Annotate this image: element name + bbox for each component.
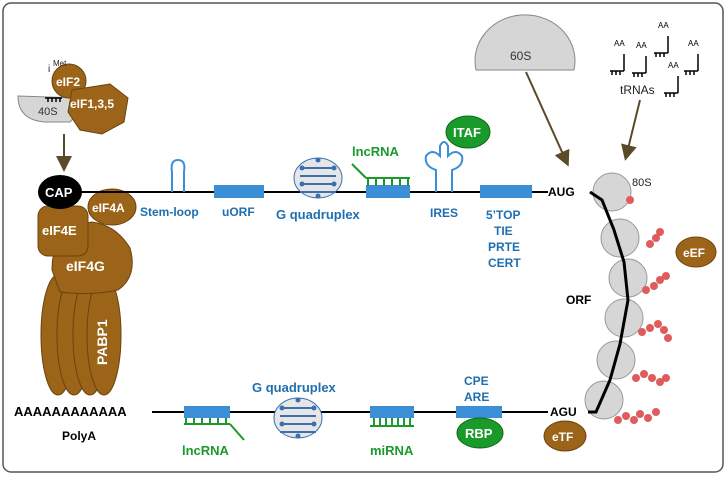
label-g-quadruplex-top: G quadruplex — [276, 207, 361, 222]
lncrna-top-bar — [366, 185, 410, 198]
arrow-60s-to-80s — [525, 71, 570, 167]
arrow-trnas-to-80s — [621, 99, 641, 161]
label-polya: PolyA — [62, 429, 96, 443]
orf-mrna-path — [588, 190, 630, 414]
trna-icon — [654, 36, 669, 57]
label-orf: ORF — [566, 293, 591, 307]
label-met-sup: Met — [53, 59, 67, 68]
lncrna-bottom-strand — [184, 418, 245, 441]
label-aa-1: AA — [614, 39, 625, 48]
ribosome-80s — [592, 172, 632, 212]
trna-icon — [664, 76, 679, 97]
label-5top: 5’TOP — [486, 208, 520, 222]
label-stem-loop: Stem-loop — [140, 205, 199, 219]
mirna-target-bar — [370, 406, 414, 418]
label-eif4a: eIF4A — [92, 201, 125, 215]
label-met-i: i — [48, 64, 50, 75]
lncrna-bottom-bar — [184, 406, 230, 418]
cap-complex: PABP1 eIF4G eIF4E eIF4A CAP — [37, 175, 137, 396]
preinitiation-complex: 40S eIF2 eIF1,3,5 i Met — [17, 59, 129, 135]
label-g-quadruplex-bottom: G quadruplex — [252, 380, 337, 395]
label-itaf: ITAF — [453, 125, 481, 140]
g-quadruplex-bottom-icon — [273, 397, 323, 439]
trna-icon — [610, 54, 625, 75]
etf-shape — [543, 420, 587, 452]
label-lncrna-top: lncRNA — [352, 144, 400, 159]
label-pabp1: PABP1 — [94, 319, 110, 365]
cpe-are-bar — [456, 406, 502, 418]
label-eif2: eIF2 — [56, 75, 80, 89]
lncrna-top-strand — [351, 163, 410, 186]
label-rbp: RBP — [465, 426, 493, 441]
label-cert: CERT — [488, 256, 521, 270]
label-cap: CAP — [45, 185, 73, 200]
label-cpe: CPE — [464, 374, 489, 388]
eef-shape — [675, 236, 717, 268]
diagram-frame — [2, 2, 724, 473]
label-mirna: miRNA — [370, 443, 414, 458]
label-aa-4: AA — [688, 39, 699, 48]
stem-loop-icon — [170, 158, 186, 192]
nascent-peptides — [614, 196, 672, 424]
label-tie: TIE — [494, 224, 513, 238]
label-aug: AUG — [548, 185, 575, 199]
top-element-bar — [480, 185, 532, 198]
trna-icon — [684, 54, 699, 75]
label-ires: IRES — [430, 206, 458, 220]
label-aa-5: AA — [668, 61, 679, 70]
label-80s: 80S — [632, 177, 652, 189]
label-trnas: tRNAs — [620, 83, 655, 97]
g-quadruplex-top-icon — [293, 157, 343, 199]
label-eif4e: eIF4E — [42, 223, 77, 238]
label-agu: AGU — [550, 405, 577, 419]
label-eif4g: eIF4G — [66, 258, 105, 274]
ribosome-60s-shape — [474, 14, 576, 71]
trna-cluster: AA AA AA AA AA — [610, 21, 699, 97]
label-etf: eTF — [552, 430, 573, 444]
label-uorf: uORF — [222, 205, 255, 219]
label-are: ARE — [464, 390, 489, 404]
eif4a-shape — [87, 188, 137, 226]
label-eef: eEF — [683, 246, 705, 260]
label-lncrna-bottom: lncRNA — [182, 443, 230, 458]
ires-structure-icon — [424, 141, 464, 192]
trna-icon — [632, 56, 647, 77]
rbp-shape — [456, 417, 504, 449]
label-40s: 40S — [38, 106, 58, 118]
initiator-trna-icon — [45, 97, 62, 102]
itaf-shape — [445, 115, 491, 149]
eif135-shape — [67, 83, 129, 135]
label-polya-seq: AAAAAAAAAAAA — [14, 404, 127, 419]
label-prte: PRTE — [488, 240, 520, 254]
mirna-strand — [370, 418, 414, 427]
label-eif135: eIF1,3,5 — [70, 97, 114, 111]
uorf-bar — [214, 185, 264, 198]
label-60s: 60S — [510, 49, 531, 63]
ribosome-80s — [600, 218, 640, 258]
cap-shape — [38, 175, 82, 209]
polysome — [584, 172, 672, 424]
ribosome-80s — [584, 380, 624, 420]
label-aa-2: AA — [636, 41, 647, 50]
label-aa-3: AA — [658, 21, 669, 30]
